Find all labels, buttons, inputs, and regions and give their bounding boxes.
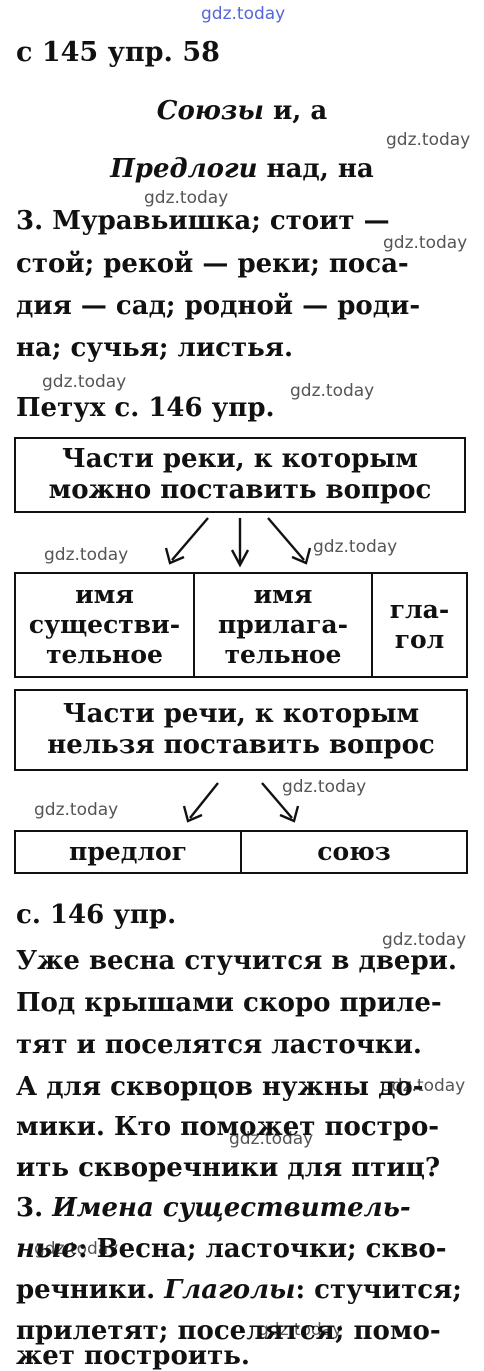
cell-adjective-line: тельное — [224, 640, 342, 669]
watermark: gdz.today — [34, 1239, 119, 1259]
nouns-line-2: ные: Весна; ласточки; скво- — [16, 1234, 447, 1264]
cell-noun-line: имя — [75, 580, 134, 609]
section-header-petukh: Петух с. 146 упр. — [16, 393, 275, 423]
exercise3-line: стой; рекой — реки; поса- — [16, 249, 409, 279]
text-line: Под крышами скоро приле- — [16, 988, 442, 1018]
diagram-top-line: можно поставить вопрос — [48, 475, 432, 505]
verbs-line: речники. Глаголы: стучится; — [16, 1275, 462, 1305]
text-line: А для скворцов нужны до- — [16, 1072, 424, 1102]
verbs-list: : стучится; — [295, 1275, 462, 1305]
watermark: gdz.today — [381, 1076, 466, 1096]
conjunctions-line: Союзы и, а — [0, 96, 484, 126]
watermark: gdz.today — [229, 1129, 314, 1149]
verbs-pre: речники. — [16, 1275, 165, 1305]
text-line: Уже весна стучится в двери. — [16, 946, 457, 976]
text-line: прилетят; поселятся; помо- — [16, 1316, 441, 1346]
watermark: gdz.today — [144, 188, 229, 208]
diagram-bottom-line: нельзя поставить вопрос — [47, 730, 435, 760]
conjunctions-list: и, а — [263, 96, 328, 126]
watermark: gdz.today — [44, 545, 129, 565]
cell-adjective: имя прилага- тельное — [195, 574, 373, 676]
nouns-prefix: 3. — [16, 1193, 53, 1223]
watermark: gdz.today — [290, 381, 375, 401]
arrow-to-conjunction — [261, 782, 293, 819]
cell-noun-line: существи- — [28, 610, 181, 639]
diagram-row-cannot-ask: предлог союз — [14, 830, 468, 874]
prepositions-list: над, на — [257, 154, 374, 184]
section-header-146: с. 146 упр. — [16, 900, 177, 930]
prepositions-line: Предлоги над, на — [0, 154, 484, 184]
watermark: gdz.today — [282, 777, 367, 797]
arrow-to-preposition — [189, 782, 219, 819]
diagram-bottom-box: Части речи, к которым нельзя поставить в… — [14, 689, 468, 771]
cell-preposition: предлог — [16, 832, 242, 872]
diagram-bottom-line: Части речи, к которым — [62, 699, 420, 729]
watermark: gdz.today — [383, 233, 468, 253]
watermark: gdz.today — [386, 130, 471, 150]
text-line: жет построить. — [16, 1341, 250, 1371]
watermark: gdz.today — [201, 4, 286, 24]
exercise3-line: дия — сад; родной — роди- — [16, 291, 421, 321]
cell-noun: имя существи- тельное — [16, 574, 195, 676]
arrow-to-preposition-head — [182, 805, 203, 823]
nouns-term-end: ные — [16, 1234, 78, 1264]
exercise3-line: 3. Муравьишка; стоит — — [16, 206, 390, 236]
prepositions-term: Предлоги — [110, 154, 258, 184]
nouns-list: : Весна; ласточки; скво- — [77, 1234, 447, 1264]
watermark: gdz.today — [313, 537, 398, 557]
text-line: ить скворечники для птиц? — [16, 1153, 441, 1183]
watermark: gdz.today — [42, 372, 127, 392]
diagram-top-box: Части реки, к которым можно поставить во… — [14, 437, 466, 513]
arrow-to-noun — [171, 517, 209, 561]
arrow-to-verb — [267, 517, 305, 561]
cell-adjective-line: прилага- — [217, 610, 349, 639]
exercise3-line: на; сучья; листья. — [16, 333, 293, 363]
nouns-term: Имена существитель- — [52, 1193, 411, 1223]
watermark: gdz.today — [382, 930, 467, 950]
conjunctions-term: Союзы — [156, 96, 264, 126]
cell-conjunction-label: союз — [317, 837, 391, 866]
arrow-to-conjunction-head — [279, 805, 300, 823]
cell-verb-line: гол — [394, 625, 445, 654]
nouns-line: 3. Имена существитель- — [16, 1193, 411, 1223]
verbs-term: Глаголы — [164, 1275, 296, 1305]
cell-noun-line: тельное — [46, 640, 163, 669]
arrow-to-noun-head — [164, 547, 185, 565]
cell-verb: гла- гол — [373, 574, 466, 676]
cell-adjective-line: имя — [253, 580, 313, 609]
text-line: мики. Кто поможет постро- — [16, 1112, 440, 1142]
section-header-145: с 145 упр. 58 — [16, 37, 220, 68]
watermark: gdz.today — [34, 800, 119, 820]
watermark: gdz.today — [258, 1320, 343, 1340]
cell-conjunction: союз — [242, 832, 466, 872]
diagram-top-line: Части реки, к которым — [62, 444, 418, 474]
arrow-to-adjective-head — [230, 549, 250, 568]
text-line: тят и поселятся ласточки. — [16, 1030, 422, 1060]
diagram-row-can-ask: имя существи- тельное имя прилага- тельн… — [14, 572, 468, 678]
arrow-to-verb-head — [291, 547, 312, 565]
cell-verb-line: гла- — [389, 595, 450, 624]
cell-preposition-label: предлог — [69, 837, 187, 866]
